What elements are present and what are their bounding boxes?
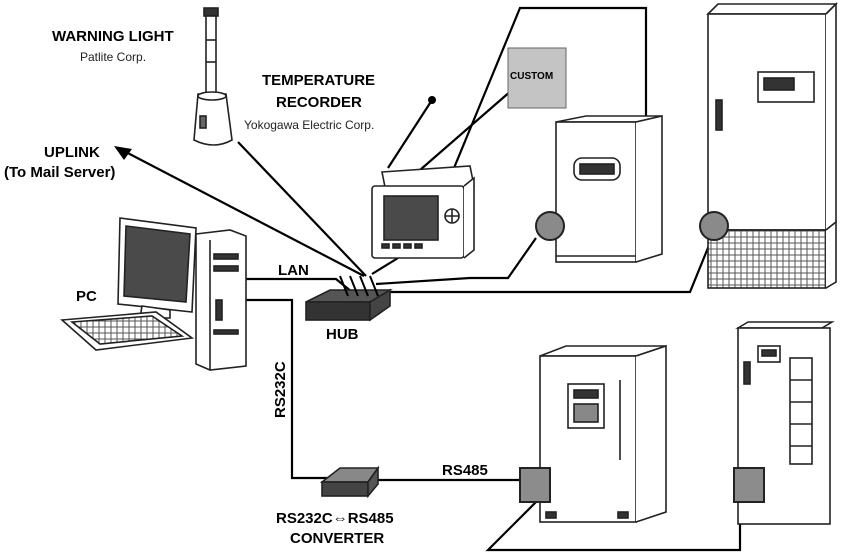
temp-recorder-title-line2: RECORDER (276, 94, 362, 111)
uplink-cable (121, 149, 365, 277)
warning-light-cable (237, 141, 367, 277)
ultra-freezer-icon (706, 2, 838, 289)
tall-pointer (452, 6, 648, 169)
uplink-arrowhead-icon (114, 146, 132, 160)
freezer-sensor-node (535, 211, 565, 241)
connection-lines (121, 6, 742, 552)
warning-light-icon (193, 7, 233, 146)
freezer-cable (375, 237, 537, 286)
incubator-rs485-node (519, 467, 551, 503)
uplink-title: UPLINK (44, 144, 100, 161)
hub-icon (305, 275, 393, 322)
rs232c-label: RS232C (272, 361, 289, 418)
rs485-label: RS485 (442, 462, 488, 479)
converter-title-line1: RS232C⇔RS485 (276, 510, 394, 527)
converter-title-line2: CONVERTER (290, 530, 385, 547)
custom-label: CUSTOM (510, 71, 554, 82)
lan-cable (246, 277, 353, 293)
rs232c-cable (246, 298, 334, 480)
pc-icon (60, 217, 247, 371)
temperature-recorder-icon (371, 165, 475, 259)
converter-icon (319, 465, 380, 499)
uplink-subtitle: (To Mail Server) (4, 164, 116, 181)
incubator-icon (539, 344, 667, 523)
custom-pointer (419, 89, 513, 171)
ultra-freezer-sensor-node (699, 211, 729, 241)
refrigerator-rs485-node (733, 467, 765, 503)
warning-light-title: WARNING LIGHT (52, 28, 174, 45)
ultra-freezer-cable (380, 237, 714, 294)
custom-icon (507, 47, 567, 109)
lan-label: LAN (278, 262, 309, 279)
recorder-pointer (387, 99, 433, 169)
temp-recorder-maker: Yokogawa Electric Corp. (244, 118, 375, 132)
freezer-icon (555, 114, 663, 263)
pc-label: PC (76, 288, 97, 305)
warning-light-maker: Patlite Corp. (80, 50, 147, 64)
recorder-cable (371, 257, 399, 275)
rs485-loop (485, 489, 742, 552)
temp-recorder-title-line1: TEMPERATURE (262, 72, 376, 89)
hub-label: HUB (326, 326, 359, 343)
recorder-pointer-dot (428, 96, 436, 104)
